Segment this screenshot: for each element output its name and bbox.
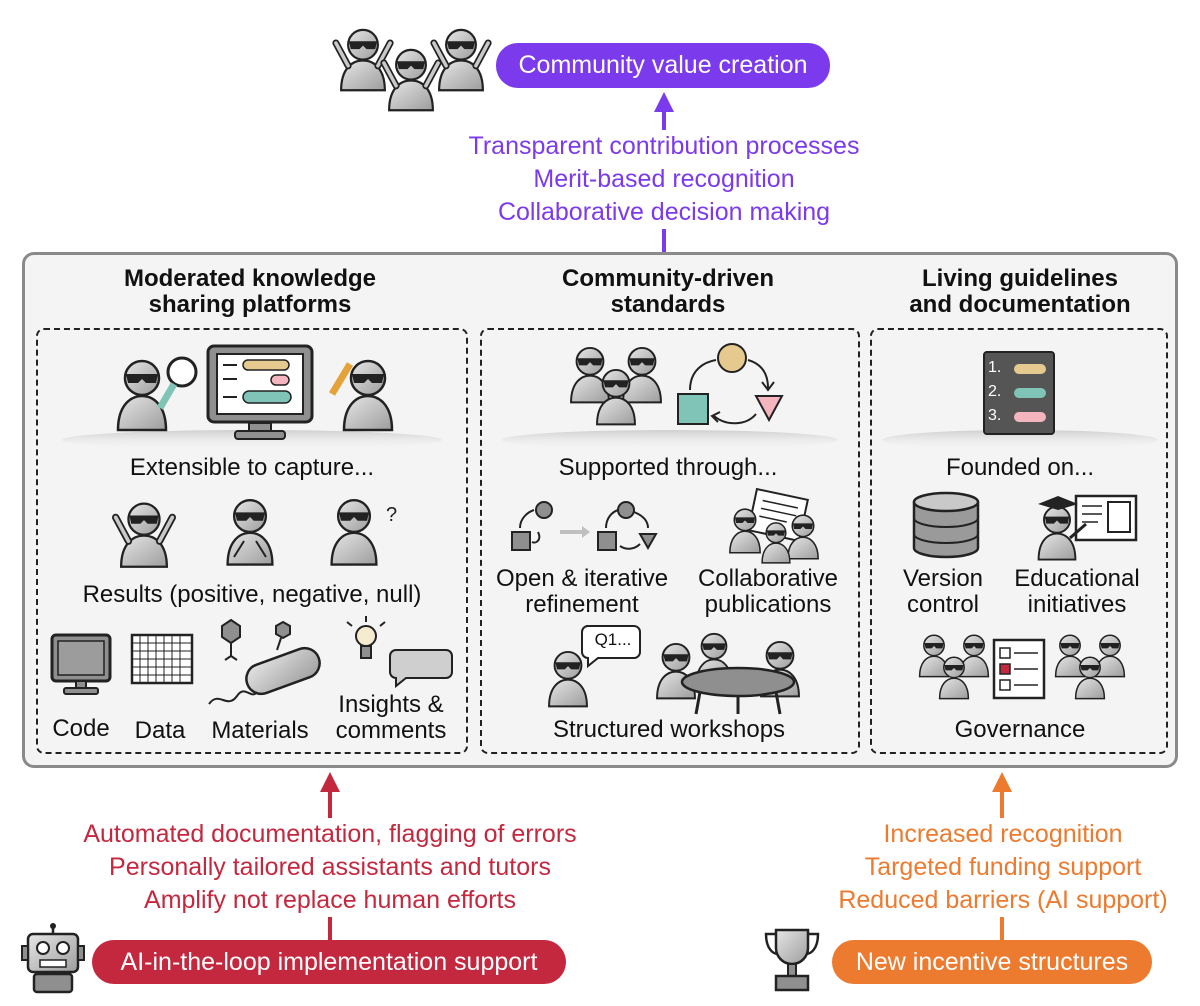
robot-icon — [21, 923, 85, 994]
community-value-pill: Community value creation — [496, 43, 830, 88]
label-code: Code — [52, 715, 110, 742]
workshop-speaker-icon — [548, 625, 641, 708]
collaborative-publication-icon — [729, 487, 819, 564]
refinement-icon — [511, 501, 658, 551]
top-item-1: Transparent contribution processes — [468, 132, 860, 160]
ai-item-2: Personally tailored assistants and tutor… — [109, 851, 551, 884]
ai-item-3: Amplify not replace human efforts — [144, 884, 516, 917]
incentive-pill: New incentive structures — [832, 940, 1152, 984]
data-table-icon — [130, 633, 194, 685]
code-monitor-icon — [50, 633, 112, 695]
group-icon — [570, 346, 662, 426]
cycle-icon — [677, 343, 784, 425]
col3-intro: Founded on... — [945, 454, 1095, 481]
col2-intro: Supported through... — [558, 454, 778, 481]
label-data: Data — [134, 717, 186, 744]
guidelines-floor — [882, 430, 1158, 450]
materials-icon — [208, 618, 321, 705]
top-item-2: Merit-based recognition — [533, 165, 795, 193]
ai-support-pill: AI-in-the-loop implementation support — [92, 940, 566, 984]
top-item-3: Collaborative decision making — [497, 198, 831, 226]
monitor-platform-icon — [206, 344, 314, 440]
incentive-item-2: Targeted funding support — [864, 851, 1142, 884]
researcher-magnifier-icon — [116, 356, 198, 432]
researcher-pencil-icon — [328, 359, 394, 432]
insights-icon — [346, 616, 453, 689]
educator-icon — [1037, 494, 1138, 561]
governance-icon — [918, 634, 1126, 700]
label-insights: Insights &comments — [335, 691, 447, 744]
list-numbers: 1. 2. 3. — [988, 359, 1002, 424]
database-icon — [912, 491, 980, 559]
guideline-list-icon — [983, 351, 1055, 435]
svg-text:?: ? — [386, 504, 397, 526]
negative-result-person-icon — [226, 499, 274, 566]
ai-item-1: Automated documentation, flagging of err… — [83, 818, 577, 851]
workshop-table-icon — [656, 632, 800, 715]
incentive-item-3: Reduced barriers (AI support) — [838, 884, 1168, 917]
label-governance: Governance — [954, 716, 1086, 743]
incentive-item-1: Increased recognition — [883, 818, 1123, 851]
standards-floor — [502, 430, 838, 450]
label-workshops: Structured workshops — [552, 716, 786, 743]
col1-intro: Extensible to capture... — [129, 454, 375, 481]
speech-bubble-text: Q1... — [594, 630, 632, 649]
cheering-people-icon — [332, 22, 492, 112]
trophy-icon — [764, 928, 820, 992]
null-result-person-icon: ? — [330, 499, 397, 566]
positive-result-person-icon — [112, 495, 176, 571]
col1-results: Results (positive, negative, null) — [82, 581, 422, 608]
label-materials: Materials — [211, 717, 309, 744]
